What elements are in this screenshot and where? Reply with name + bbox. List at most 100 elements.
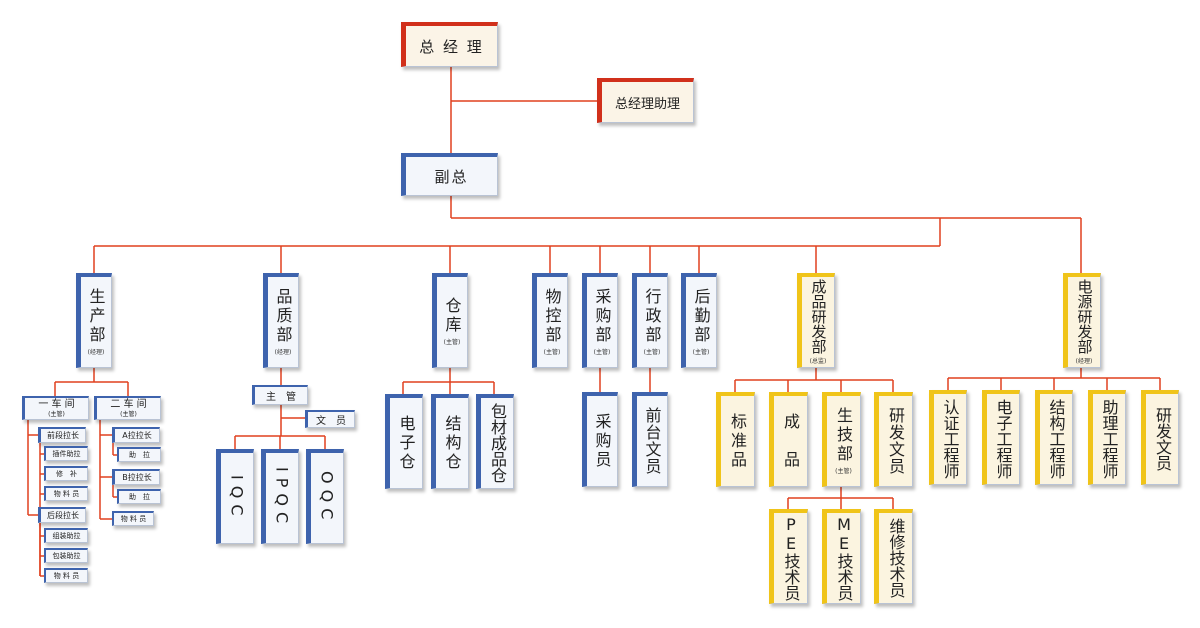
me-technician-box[interactable]: ME技术员 bbox=[822, 509, 861, 604]
vice-president-label: 副总 bbox=[434, 167, 469, 186]
pe-technician-label: PE技术员 bbox=[781, 515, 801, 601]
vice-president-box[interactable]: 副总 bbox=[401, 153, 498, 196]
quality-supervisor-label: 主 管 bbox=[266, 392, 296, 403]
ws2-item-1-label: 助 拉 bbox=[129, 451, 150, 459]
dept-logistics[interactable]: 后勤部(主管) bbox=[681, 273, 717, 368]
ws2-line-a-lead[interactable]: A拉拉长 bbox=[112, 427, 160, 443]
dept-admin-sub: (主管) bbox=[643, 348, 661, 356]
ws1-insertion-assistant[interactable]: 插件助拉 bbox=[44, 446, 88, 461]
dept-power-rd-sub: (经理) bbox=[1075, 357, 1093, 365]
dept-quality-label: 品质部 bbox=[273, 287, 293, 345]
assistant-engineer-label: 助理工程师 bbox=[1099, 399, 1119, 479]
dept-material-control[interactable]: 物控部 (主管) bbox=[532, 273, 568, 368]
ws2-line-b-lead[interactable]: B拉拉长 bbox=[112, 469, 160, 485]
gm-assistant-box[interactable]: 总经理助理 bbox=[597, 78, 694, 123]
ws2-item-4-label: 物 料 员 bbox=[120, 515, 147, 523]
iqc-box[interactable]: IQC bbox=[216, 449, 254, 544]
dept-product-rd-label: 成品研发部 bbox=[809, 278, 828, 354]
rd-production-tech-label: 生技部 bbox=[834, 406, 853, 464]
reception-clerk-label: 前台文员 bbox=[642, 407, 662, 475]
power-rd-clerk-box[interactable]: 研发文员 bbox=[1141, 390, 1179, 485]
power-rd-clerk-label: 研发文员 bbox=[1153, 407, 1172, 471]
structure-engineer-box[interactable]: 结构工程师 bbox=[1035, 390, 1073, 485]
dept-product-rd-sub: (总监) bbox=[809, 357, 827, 365]
electronic-engineer-label: 电子工程师 bbox=[993, 399, 1013, 479]
rd-clerk-label: 研发文员 bbox=[886, 407, 905, 475]
dept-material-control-label: 物控部 bbox=[542, 287, 562, 345]
buyer-box[interactable]: 采购员 bbox=[582, 392, 618, 487]
ws1-item-0-label: 前段拉长 bbox=[47, 431, 79, 440]
workshop-2-label: 二 车 间 bbox=[110, 398, 147, 410]
structure-engineer-label: 结构工程师 bbox=[1046, 399, 1066, 479]
ws1-item-4-label: 后段拉长 bbox=[47, 511, 79, 520]
dept-admin-label: 行政部 bbox=[642, 287, 662, 345]
general-manager-box[interactable]: 总 经 理 bbox=[401, 22, 498, 67]
dept-production[interactable]: 生产部(经理) bbox=[76, 273, 112, 368]
quality-supervisor-box[interactable]: 主 管 bbox=[252, 385, 308, 405]
warehouse-electronic-box[interactable]: 电子仓 bbox=[385, 394, 423, 489]
dept-warehouse-sub: (主管) bbox=[443, 339, 461, 346]
rd-finished-box[interactable]: 成 品 bbox=[769, 392, 808, 487]
workshop-1-box[interactable]: 一 车 间(主管) bbox=[22, 396, 89, 420]
warehouse-packaging-box[interactable]: 包材成品仓 bbox=[476, 394, 514, 489]
ws1-item-5-label: 组装助拉 bbox=[52, 532, 81, 540]
dept-power-rd[interactable]: 电源研发部(经理) bbox=[1063, 273, 1101, 368]
iqc-label: IQC bbox=[227, 474, 247, 522]
ipqc-box[interactable]: IPQC bbox=[261, 449, 299, 544]
rd-finished-label: 成 品 bbox=[781, 412, 800, 470]
warehouse-structure-label: 结构仓 bbox=[442, 414, 462, 472]
quality-clerk-box[interactable]: 文 员 bbox=[305, 410, 355, 428]
quality-clerk-label: 文 员 bbox=[316, 416, 346, 427]
dept-material-control-sub: (主管) bbox=[543, 348, 561, 356]
assistant-engineer-box[interactable]: 助理工程师 bbox=[1088, 390, 1126, 485]
cert-engineer-box[interactable]: 认证工程师 bbox=[929, 390, 967, 485]
rd-standard-box[interactable]: 标准品 bbox=[716, 392, 755, 487]
warehouse-packaging-label: 包材成品仓 bbox=[488, 403, 507, 483]
ws1-material-clerk-b[interactable]: 物 料 员 bbox=[44, 568, 88, 583]
ws2-item-0-label: A拉拉长 bbox=[122, 431, 152, 440]
rd-standard-label: 标准品 bbox=[728, 412, 747, 470]
maintenance-technician-box[interactable]: 维修技术员 bbox=[874, 509, 913, 604]
dept-product-rd[interactable]: 成品研发部 (总监) bbox=[797, 273, 835, 368]
dept-purchase-sub: (主管) bbox=[593, 348, 611, 356]
ws2-line-b-assistant[interactable]: 助 拉 bbox=[117, 489, 161, 504]
cert-engineer-label: 认证工程师 bbox=[940, 399, 960, 479]
electronic-engineer-box[interactable]: 电子工程师 bbox=[982, 390, 1020, 485]
me-technician-label: ME技术员 bbox=[834, 515, 854, 601]
dept-quality[interactable]: 品质部 (经理) bbox=[263, 273, 299, 368]
ws1-back-line-lead[interactable]: 后段拉长 bbox=[38, 507, 86, 523]
rd-production-tech-sub: (主管) bbox=[835, 467, 852, 475]
workshop-2-box[interactable]: 二 车 间(主管) bbox=[94, 396, 161, 420]
buyer-label: 采购员 bbox=[592, 412, 612, 470]
pe-technician-box[interactable]: PE技术员 bbox=[769, 509, 808, 604]
dept-warehouse[interactable]: 仓库(主管) bbox=[432, 273, 468, 368]
warehouse-electronic-label: 电子仓 bbox=[396, 414, 416, 472]
workshop-2-sub: (主管) bbox=[120, 410, 137, 418]
dept-quality-sub: (经理) bbox=[274, 348, 292, 356]
rd-production-tech-box[interactable]: 生技部 (主管) bbox=[822, 392, 861, 487]
maintenance-technician-label: 维修技术员 bbox=[886, 518, 906, 598]
ws1-item-6-label: 包装助拉 bbox=[52, 552, 81, 560]
ws2-item-2-label: B拉拉长 bbox=[122, 473, 152, 482]
warehouse-structure-box[interactable]: 结构仓 bbox=[431, 394, 469, 489]
ws1-material-clerk-a[interactable]: 物 料 员 bbox=[44, 486, 88, 501]
ws1-packing-assistant[interactable]: 包装助拉 bbox=[44, 548, 88, 563]
ws1-repair[interactable]: 修 补 bbox=[44, 466, 88, 481]
rd-clerk-box[interactable]: 研发文员 bbox=[874, 392, 913, 487]
workshop-1-sub: (主管) bbox=[48, 410, 65, 418]
dept-purchase[interactable]: 采购部(主管) bbox=[582, 273, 618, 368]
dept-logistics-label: 后勤部 bbox=[691, 287, 711, 345]
ws2-material-clerk[interactable]: 物 料 员 bbox=[112, 511, 154, 526]
ws1-item-2-label: 修 补 bbox=[56, 470, 77, 478]
gm-assistant-label: 总经理助理 bbox=[614, 96, 680, 112]
workshop-1-label: 一 车 间 bbox=[38, 398, 75, 410]
ws2-line-a-assistant[interactable]: 助 拉 bbox=[117, 447, 161, 462]
ws1-front-line-lead[interactable]: 前段拉长 bbox=[38, 427, 86, 443]
dept-production-label: 生产部 bbox=[86, 287, 106, 345]
ws1-assembly-assistant[interactable]: 组装助拉 bbox=[44, 528, 88, 543]
reception-clerk-box[interactable]: 前台文员 bbox=[632, 392, 668, 487]
ws1-item-7-label: 物 料 员 bbox=[53, 572, 80, 580]
ws2-item-3-label: 助 拉 bbox=[129, 493, 150, 501]
dept-admin[interactable]: 行政部 (主管) bbox=[632, 273, 668, 368]
oqc-box[interactable]: OQC bbox=[306, 449, 344, 544]
